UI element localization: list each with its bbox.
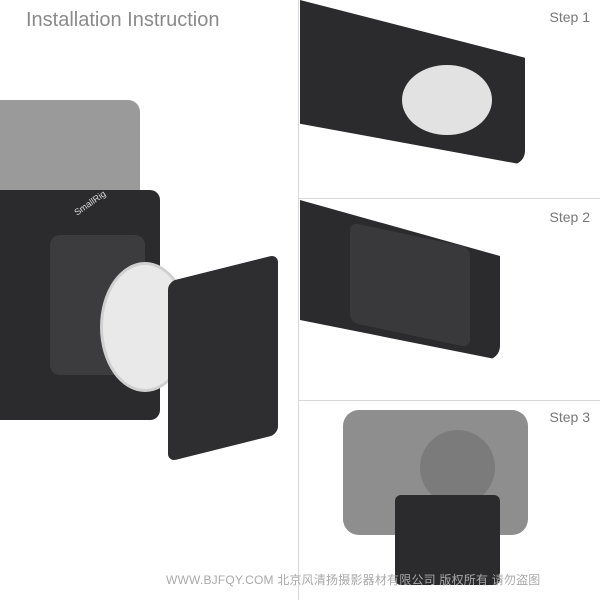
step-2-label: Step 2	[549, 209, 590, 225]
vertical-divider	[298, 0, 299, 600]
step-1-label: Step 1	[549, 9, 590, 25]
horizontal-divider	[299, 400, 600, 401]
cage-plate	[395, 495, 500, 585]
page-title: Installation Instruction	[26, 9, 220, 31]
watermark: WWW.BJFQY.COM 北京风清扬摄影器材有限公司 版权所有 请勿盗图	[166, 573, 541, 587]
step-3-label: Step 3	[549, 409, 590, 425]
lens-mount	[420, 430, 495, 505]
horizontal-divider	[299, 198, 600, 199]
silicone-cap	[402, 65, 492, 135]
cover-plate	[168, 254, 278, 462]
